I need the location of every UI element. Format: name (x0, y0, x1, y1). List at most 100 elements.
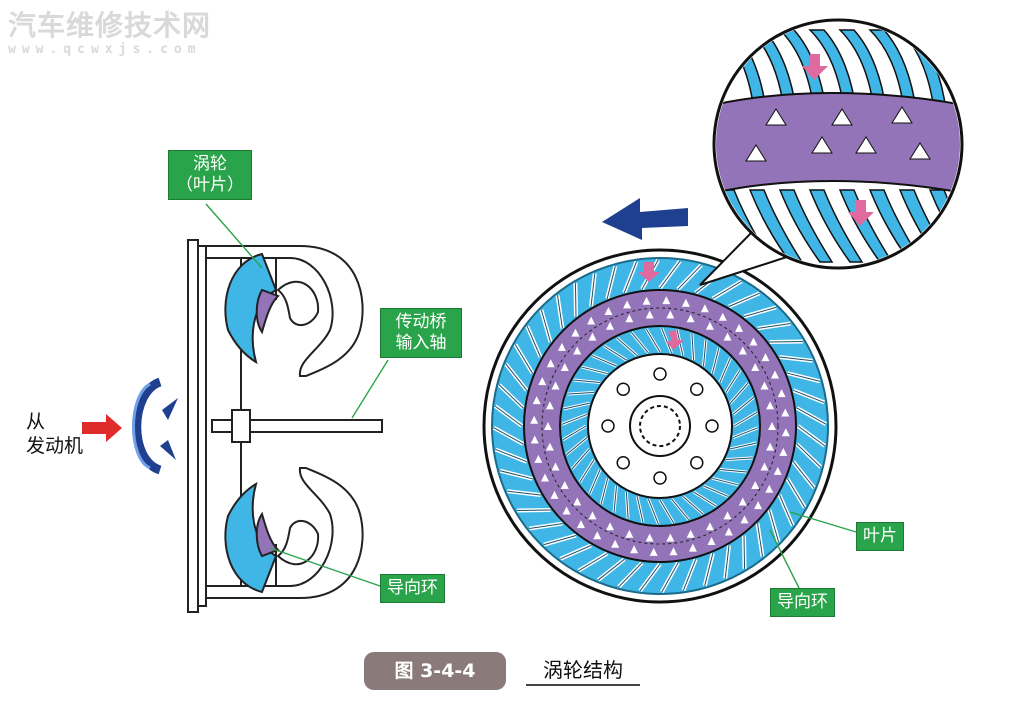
watermark: 汽车维修技术网 www.qcwxjs.com (8, 4, 211, 57)
ring-marker (735, 323, 744, 332)
ring-marker (534, 454, 543, 463)
ring-marker (779, 447, 788, 456)
ring-marker (666, 310, 675, 319)
ring-marker (765, 484, 774, 493)
turbine-blade-label-line2: （叶片） (176, 175, 244, 195)
inner-blade-edge (573, 379, 601, 384)
outer-blade-edge (769, 340, 803, 343)
blade-right-label: 叶片 (856, 522, 904, 551)
outer-blade-edge (743, 306, 777, 317)
inner-blade-edge (730, 382, 749, 404)
inner-blade-edge (625, 491, 629, 519)
figure-title: 涡轮结构 (526, 656, 640, 686)
leader-guide-left (269, 547, 381, 587)
ring-marker (588, 511, 597, 520)
outer-blade-edge (494, 405, 523, 427)
ring-marker (760, 462, 769, 471)
mag-flow-arrow-2 (848, 200, 874, 226)
inner-blade-edge (645, 328, 661, 353)
leader-blade-right (789, 511, 857, 533)
inner-blade-edge (732, 427, 759, 439)
leader-shaft (351, 359, 389, 419)
inner-blade-edge (565, 437, 588, 456)
outer-blade-edge (757, 323, 791, 329)
inner-blade-edge (661, 327, 673, 354)
outer-blade-edge (495, 448, 527, 463)
outer-blades (493, 259, 827, 593)
ring-marker (604, 307, 613, 316)
inner-blade-edge (730, 442, 757, 450)
ring-marker (530, 415, 539, 424)
hub-bolt (616, 382, 630, 396)
outer-blade-edge (500, 470, 533, 480)
outer-blade-edge (779, 356, 813, 362)
outer-blade-edge (792, 461, 815, 489)
ring-marker (662, 296, 671, 305)
ring-marker (611, 539, 620, 548)
ring-marker (557, 342, 566, 351)
outer-blade-edge (526, 326, 541, 358)
spline-teeth (639, 405, 681, 447)
outer-blade-edge (743, 535, 746, 569)
flow-arrow-pink-2 (666, 330, 684, 350)
ring-marker (551, 462, 560, 471)
outer-blade-edge (704, 553, 714, 586)
ring-marker (530, 435, 539, 444)
ring-marker (686, 529, 695, 538)
ring-marker (571, 328, 580, 337)
input-shaft (211, 419, 383, 433)
ring-marker (642, 296, 651, 305)
rotation-arrow-ccw (602, 198, 688, 240)
hub-bolt (690, 456, 704, 470)
ring-marker (560, 480, 569, 489)
ring-marker (749, 337, 758, 346)
ring-marker (544, 422, 552, 430)
outer-blade-edge (590, 273, 596, 307)
ring-marker (754, 501, 763, 510)
ring-marker (562, 506, 571, 515)
outer-blade-edge (728, 292, 760, 307)
ring-marker (681, 298, 690, 307)
rotation-arrow (132, 377, 163, 475)
ring-marker (768, 422, 776, 430)
magnified-marker (909, 142, 931, 160)
outer-blade-edge (507, 490, 541, 496)
front-view (482, 18, 964, 604)
inner-blade-edge (647, 498, 659, 525)
inner-blade-edge (563, 402, 590, 410)
inner-blade-edge (600, 478, 609, 505)
ring-marker (666, 533, 675, 542)
outer-blade-edge (514, 344, 533, 374)
inner-blade-edge (725, 457, 753, 461)
inner-blades (561, 327, 759, 525)
from-engine-label: 从 发动机 (26, 410, 83, 458)
ring-marker (649, 547, 658, 556)
outer-blade-edge (623, 261, 638, 293)
ring-marker (751, 363, 760, 372)
inner-blade-edge (732, 396, 755, 415)
guide-ring-right-label: 导向环 (770, 588, 835, 617)
ring-marker (576, 520, 585, 529)
ring-marker (766, 401, 775, 410)
ring-marker (738, 497, 747, 506)
from-engine-line2: 发动机 (26, 435, 84, 457)
inner-blade-edge (581, 366, 608, 375)
inner-blade-edge (712, 477, 739, 486)
outer-blade-edge (529, 523, 563, 529)
hub-bolt (653, 367, 667, 381)
inner-blade-edge (561, 413, 588, 425)
magnified-blade-bottom (958, 189, 960, 263)
ring-marker (700, 304, 709, 313)
housing-upper (206, 245, 364, 377)
inner-blade-edge (630, 331, 649, 354)
ring-marker (766, 442, 775, 451)
ring-marker (669, 547, 678, 556)
magnified-guide-ring (716, 92, 960, 198)
inner-blade-edge (682, 496, 704, 515)
outer-blade-edge (659, 260, 681, 289)
magnified-blade-bottom (808, 189, 864, 263)
outer-blade-edge (769, 509, 780, 543)
ring-marker (593, 531, 602, 540)
outer-blade-edge (661, 562, 679, 593)
leader-guide-right (769, 529, 801, 591)
